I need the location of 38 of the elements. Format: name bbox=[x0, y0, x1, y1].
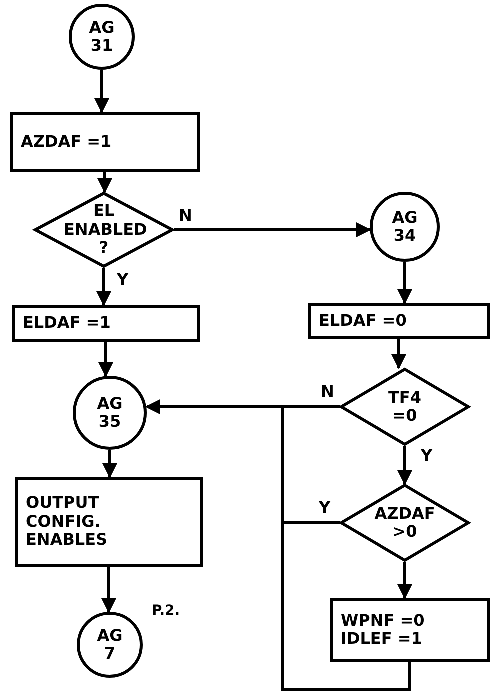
flow-arrow bbox=[398, 262, 412, 304]
process-box bbox=[15, 477, 203, 567]
decision-diamond bbox=[34, 192, 174, 268]
node-label: EL ENABLED ? bbox=[64, 202, 144, 258]
process-box bbox=[330, 598, 490, 662]
process-box bbox=[10, 112, 200, 172]
edge-label: N bbox=[178, 208, 194, 224]
process-box bbox=[12, 305, 200, 342]
edge-label: N bbox=[320, 384, 336, 400]
node-label: AG 35 bbox=[96, 394, 124, 432]
node-label: AG 31 bbox=[88, 18, 116, 56]
node-label: TF4 =0 bbox=[388, 388, 422, 426]
node-label: AZDAF =1 bbox=[21, 132, 112, 152]
node-label: AG 7 bbox=[96, 626, 124, 664]
node-label: WPNF =0 IDLEF =1 bbox=[341, 612, 426, 648]
flow-arrow bbox=[398, 446, 412, 486]
decision-diamond bbox=[340, 368, 470, 446]
node-label: OUTPUT CONFIG. ENABLES bbox=[26, 494, 109, 550]
node-label: AG 34 bbox=[391, 208, 419, 246]
node-label: ELDAF =1 bbox=[23, 314, 111, 333]
node-label: ELDAF =0 bbox=[319, 312, 407, 330]
edge-label: Y bbox=[318, 500, 332, 516]
flow-arrow bbox=[102, 567, 116, 614]
flow-arrow bbox=[398, 562, 412, 600]
flow-arrow bbox=[96, 268, 112, 306]
flow-arrow bbox=[98, 342, 114, 378]
flow-arrow bbox=[98, 172, 112, 194]
edge-label: Y bbox=[420, 448, 434, 464]
flow-arrow bbox=[94, 70, 110, 114]
flow-arrow bbox=[146, 400, 412, 692]
decision-diamond bbox=[340, 484, 470, 562]
node-label: AZDAF >0 bbox=[374, 504, 436, 542]
process-box bbox=[308, 303, 490, 339]
edge-label: Y bbox=[116, 272, 130, 288]
flow-arrow bbox=[174, 222, 372, 238]
page-reference: P.2. bbox=[152, 604, 180, 618]
flow-arrow bbox=[102, 450, 118, 478]
flow-arrow bbox=[392, 339, 406, 370]
